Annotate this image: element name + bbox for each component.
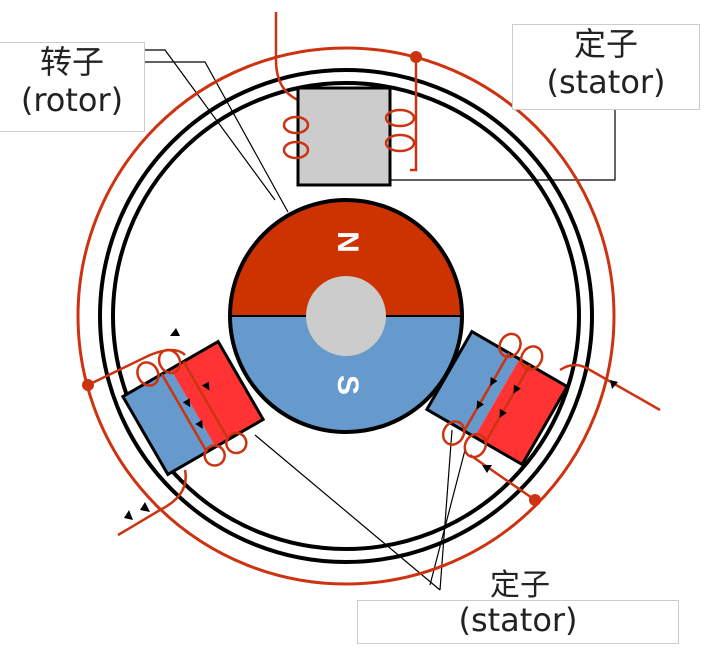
wire-ring: [76, 46, 616, 586]
pole-south-label: S: [331, 375, 364, 395]
coil: [282, 57, 418, 172]
stator-bottom-label-en: (stator): [458, 601, 578, 639]
stator-top-label-cn: 定子: [573, 25, 638, 63]
stator-bottom-label: (stator): [357, 600, 679, 644]
stator-frame-outer: [98, 68, 594, 564]
stator-left: [120, 339, 266, 477]
stator-frame-inner: [111, 81, 581, 551]
leader-lines: [145, 49, 616, 591]
stator-top-label-en: (stator): [546, 63, 666, 101]
rotor-label: 转子 (rotor): [0, 42, 145, 132]
pole-north-label: N: [331, 231, 364, 253]
rotor-label-en: (rotor): [20, 81, 124, 119]
rotor-label-cn: 转子: [39, 43, 104, 81]
stator-top: [274, 12, 418, 187]
rotor-shaft: [306, 276, 386, 356]
rotor-south-half: [230, 316, 462, 432]
stator-bottom-label-cn: 定子: [490, 568, 550, 603]
rotor: N S: [228, 198, 464, 434]
stator-top-label: 定子 (stator): [512, 24, 700, 110]
rotor-north-half: [230, 200, 462, 316]
